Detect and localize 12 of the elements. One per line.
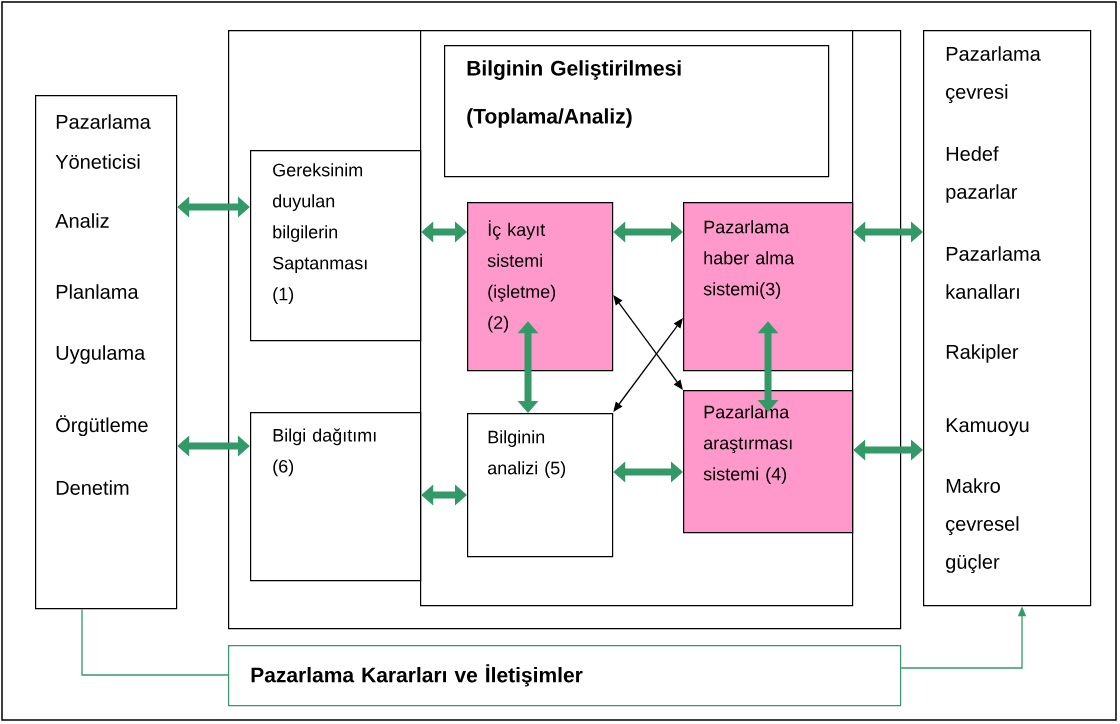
environment-box: Pazarlama çevresi Hedef pazarlar Pazarlama kanalları Rakipler Kamuoyu Makro çevresel güçler: [923, 30, 1092, 607]
process-box: İç kayıt sistemi (işletme) (2): [467, 202, 614, 372]
process-box: Bilgi dağıtımı (6): [250, 412, 422, 582]
process-box: Bilginin analizi (5): [467, 413, 614, 558]
manager-box: Pazarlama Yöneticisi Analiz Planlama Uygulama Örgütleme Denetim: [35, 95, 178, 610]
process-box: Pazarlama haber alma sistemi(3): [683, 202, 854, 372]
title-box: Bilginin Geliştirilmesi (Toplama/Analiz): [444, 45, 830, 178]
process-box: Gereksinim duyulan bilgilerin Saptanması (1): [250, 150, 422, 342]
decision-box: Pazarlama Kararları ve İletişimler: [228, 645, 902, 707]
arrow: [613, 318, 683, 412]
arrow: [613, 295, 683, 390]
process-box: Pazarlama araştırması sistemi (4): [683, 390, 854, 534]
